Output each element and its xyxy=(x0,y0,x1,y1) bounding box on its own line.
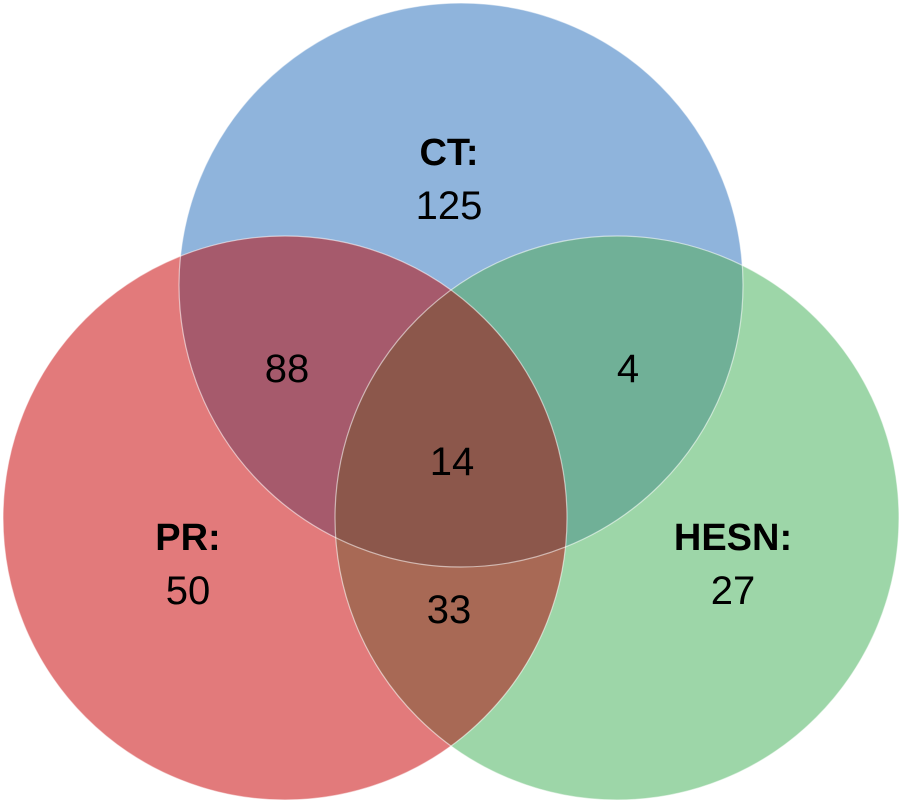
set-count-ct: 125 xyxy=(415,184,483,228)
set-count-hesn: 27 xyxy=(710,569,756,613)
count-ct-hesn: 4 xyxy=(616,347,640,391)
label-pr: PR: 50 xyxy=(155,519,220,611)
set-count-pr: 50 xyxy=(165,569,211,613)
outline-ct xyxy=(178,2,744,568)
label-hesn: HESN: 27 xyxy=(674,519,792,611)
label-ct: CT: 125 xyxy=(416,134,483,226)
set-name-hesn: HESN: xyxy=(673,517,793,559)
set-name-ct: CT: xyxy=(419,132,479,174)
count-all: 14 xyxy=(429,440,475,484)
count-ct-pr: 88 xyxy=(264,347,310,391)
outline-pr xyxy=(2,235,568,801)
set-name-pr: PR: xyxy=(155,517,221,559)
outline-hesn xyxy=(334,235,900,801)
region-all xyxy=(335,236,567,567)
count-pr-hesn: 33 xyxy=(426,588,472,632)
